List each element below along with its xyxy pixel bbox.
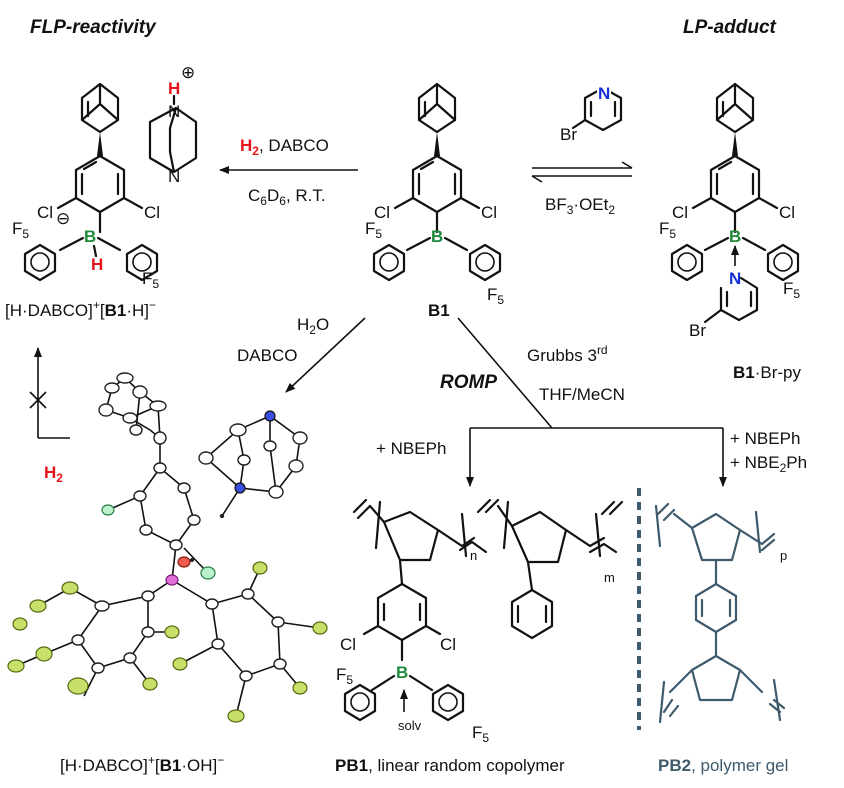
proton: H [168, 79, 180, 98]
reagent-grubbs: Grubbs 3rd [527, 343, 608, 365]
arrow-hydrolysis [285, 317, 366, 393]
svg-text:Cl: Cl [340, 635, 356, 654]
svg-text:B: B [729, 227, 741, 246]
svg-text:F5: F5 [472, 723, 489, 745]
label-pb2: PB2, polymer gel [658, 756, 788, 775]
cl-right: Cl [481, 203, 497, 222]
svg-text:F5: F5 [659, 219, 676, 241]
subscript-m: m [604, 570, 615, 585]
arrow-romp [457, 317, 553, 429]
svg-text:F5: F5 [12, 219, 29, 241]
subscript-p: p [780, 548, 787, 563]
structure-b1: Cl Cl B F5 F5 [365, 82, 504, 307]
svg-text:B: B [396, 663, 408, 682]
cl-left: Cl [374, 203, 390, 222]
label-oh-product: [H·DABCO]+[B1·OH]− [60, 753, 224, 775]
polymer-pb2: p [654, 502, 787, 724]
polymer-pb1: n m Cl Cl B F5 F5 solv [336, 498, 624, 745]
reagent-bf3: BF3·OEt2 [545, 195, 615, 217]
reagent-nbeph-1: + NBEPh [376, 439, 446, 458]
reagent-h2-dabco: H2, DABCO [240, 136, 329, 158]
structure-dabco-h: N N H ⊕ [148, 63, 198, 186]
svg-text:N: N [168, 102, 180, 121]
svg-text:F5: F5 [142, 269, 159, 291]
svg-text:Cl: Cl [37, 203, 53, 222]
svg-text:Br: Br [689, 321, 706, 340]
blocked-h2-label: H2 [44, 463, 63, 485]
label-flp-product: [H·DABCO]+[B1·H]− [5, 298, 156, 320]
crystal-structure [7, 372, 328, 723]
svg-text:F5: F5 [336, 665, 353, 687]
hydride: H [91, 255, 103, 274]
reagent-nbeph-2: + NBEPh [730, 429, 800, 448]
svg-text:Cl: Cl [144, 203, 160, 222]
structure-3-bromopyridine [571, 80, 623, 132]
reagent-dabco: DABCO [237, 346, 297, 365]
label-pb1: PB1, linear random copolymer [335, 756, 565, 775]
svg-text:N: N [168, 167, 180, 186]
svg-text:F5: F5 [365, 219, 382, 241]
svg-text:N: N [729, 269, 741, 288]
svg-text:Cl: Cl [672, 203, 688, 222]
reagent-nbe2ph: + NBE2Ph [730, 453, 807, 475]
reagent-h2o: H2O [297, 315, 329, 337]
reagent-solvent: THF/MeCN [539, 385, 625, 404]
minus-charge: ⊖ [56, 209, 70, 228]
solvent-ligand: solv [398, 718, 422, 733]
svg-text:Cl: Cl [779, 203, 795, 222]
svg-text:F5: F5 [487, 285, 504, 307]
equilibrium-arrows [531, 161, 633, 183]
title-flp-reactivity: FLP-reactivity [30, 17, 157, 38]
bromo-label: Br [560, 125, 577, 144]
label-romp: ROMP [440, 372, 497, 393]
svg-text:N: N [598, 84, 610, 103]
plus-charge: ⊕ [181, 63, 195, 82]
reagent-c6d6: C6D6, R.T. [248, 186, 326, 208]
svg-text:F5: F5 [783, 279, 800, 301]
svg-text:B: B [84, 227, 96, 246]
blocked-arrow-h2 [29, 347, 70, 439]
svg-text:Cl: Cl [440, 635, 456, 654]
boron-atom: B [431, 227, 443, 246]
structure-b1-hydride: Cl Cl B ⊖ H F5 F5 [12, 82, 160, 291]
label-b1: B1 [428, 301, 450, 320]
label-b1-br-py: B1·Br-py [733, 363, 802, 382]
subscript-n: n [470, 548, 477, 563]
structure-b1-br-py: Cl Cl B F5 F5 N Br [659, 82, 800, 340]
title-lp-adduct: LP-adduct [683, 17, 777, 38]
